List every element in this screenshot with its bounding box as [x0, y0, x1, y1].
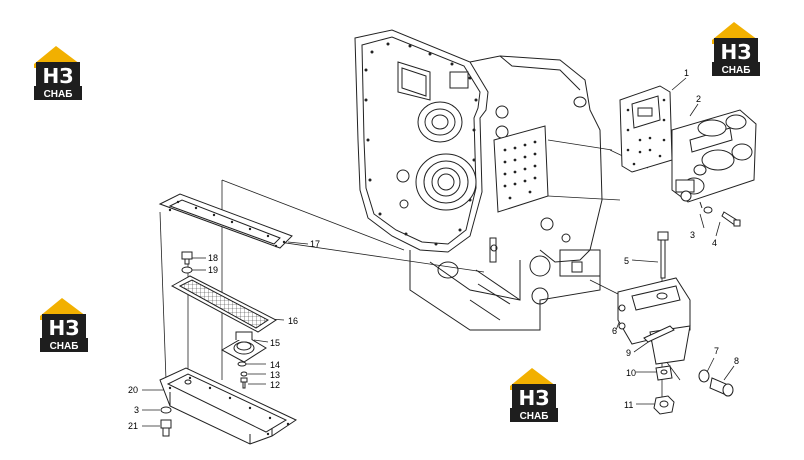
transmission-housing: [354, 29, 603, 331]
callout-label: 6: [612, 326, 617, 336]
brand-logo: НЗ СНАБ: [712, 22, 760, 76]
callout-label: 4: [712, 238, 717, 248]
valve-plate: [619, 85, 673, 173]
brand-logo: НЗ СНАБ: [34, 46, 82, 100]
callout-label: 9: [626, 348, 631, 358]
callout-label: 5: [624, 256, 629, 266]
logo-main-text: НЗ: [49, 316, 80, 340]
brand-logo: НЗ СНАБ: [510, 368, 558, 422]
logo-sub-text: СНАБ: [520, 411, 549, 422]
drain-plug: [709, 377, 734, 397]
callout-label: 17: [310, 239, 320, 249]
callout-label: 7: [714, 346, 719, 356]
callout-label: 11: [624, 400, 633, 410]
logo-sub-text: СНАБ: [44, 89, 73, 100]
bolt: [240, 377, 248, 389]
washer: [703, 206, 713, 214]
callout-label: 3: [690, 230, 695, 240]
callout-label: 8: [734, 356, 739, 366]
callout-label: 20: [128, 385, 138, 395]
oil-pan: [159, 367, 298, 445]
callout-label: 2: [696, 94, 701, 104]
o-ring: [237, 361, 247, 367]
washer: [181, 266, 193, 274]
bolt: [181, 251, 193, 265]
callout-label: 10: [626, 368, 636, 378]
callout-label: 1: [684, 68, 689, 78]
brand-logo: НЗ СНАБ: [40, 298, 88, 352]
callout-label: 3: [134, 405, 139, 415]
callout-label: 18: [208, 253, 218, 263]
callout-labels: 1 2 3 4 5 6 7 8 9 10 11 12 13 14 15 16 1…: [128, 68, 739, 431]
sealing-washer: [160, 406, 172, 414]
washer: [655, 365, 673, 381]
suction-flange: [220, 331, 267, 363]
shim-plate: [643, 325, 675, 343]
bolt: [721, 211, 741, 227]
control-valve: [671, 109, 757, 209]
callout-label: 21: [128, 421, 138, 431]
callout-label: 16: [288, 316, 298, 326]
drain-plug: [160, 419, 172, 437]
callout-label: 19: [208, 265, 218, 275]
logo-sub-text: СНАБ: [722, 65, 751, 76]
callout-label: 14: [270, 360, 280, 370]
sealing-washer: [698, 369, 710, 383]
callout-label: 12: [270, 380, 280, 390]
logo-main-text: НЗ: [721, 40, 752, 64]
logo-sub-text: СНАБ: [50, 341, 79, 352]
logo-main-text: НЗ: [519, 386, 550, 410]
pan-gasket: [158, 193, 293, 249]
washer: [240, 371, 248, 377]
filter-screen: [170, 275, 277, 333]
hex-nut: [653, 395, 675, 415]
long-bolt: [657, 231, 669, 279]
callout-label: 13: [270, 370, 280, 380]
logo-main-text: НЗ: [43, 64, 74, 88]
callout-label: 15: [270, 338, 280, 348]
